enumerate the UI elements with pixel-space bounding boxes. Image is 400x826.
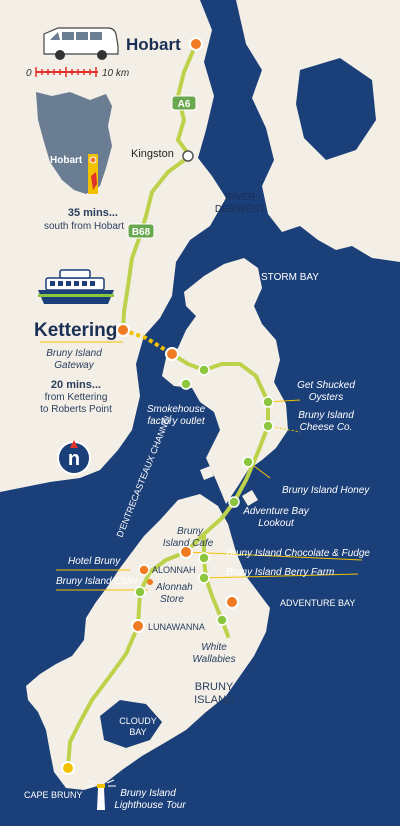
lookout-1: Adventure Bay	[242, 506, 310, 517]
road-badge-b68: B68	[127, 223, 155, 239]
stop-oysters[interactable]	[262, 396, 274, 408]
stop-adventure-bay[interactable]	[225, 595, 239, 609]
ferry-time: 20 mins...	[51, 379, 101, 391]
tasmania-inset: Hobart	[36, 92, 112, 194]
stop-alonnah-store[interactable]	[147, 579, 153, 585]
cape-bruny-label: CAPE BRUNY	[24, 790, 83, 800]
scale-bar: 0 10 km	[26, 67, 129, 79]
svg-text:B68: B68	[132, 227, 151, 238]
river-derwent-2: DERWENT	[215, 204, 265, 215]
hotel: Hotel Bruny	[68, 556, 121, 567]
stop-lookout[interactable]	[228, 496, 240, 508]
honey: Bruny Island Honey	[282, 485, 370, 496]
smokehouse-1: Smokehouse	[147, 404, 206, 415]
adventure-bay-label: ADVENTURE BAY	[280, 598, 355, 608]
islet	[242, 490, 258, 506]
cloudy-bay	[100, 700, 162, 748]
cafe-2: Island Cafe	[163, 538, 214, 549]
gateway-line1: Bruny Island	[46, 348, 102, 359]
stop-chocolate[interactable]	[198, 552, 210, 564]
stop-alonnah[interactable]	[138, 564, 150, 576]
cloudy-bay-1: CLOUDY	[119, 716, 157, 726]
berry: Bruny Island Berry Farm	[226, 567, 334, 578]
bruny-island-1: BRUNY	[195, 681, 234, 693]
south-bruny	[26, 494, 270, 790]
islet	[200, 466, 214, 480]
stop-smokehouse-2[interactable]	[180, 378, 192, 390]
stop-hobart[interactable]	[189, 37, 203, 51]
north-bruny	[162, 258, 288, 504]
store-1: Alonnah	[155, 582, 193, 593]
hobart-title: Hobart	[126, 35, 181, 54]
road-badge-a6: A6	[171, 95, 197, 111]
hobart-time: 35 mins...	[68, 207, 118, 219]
chocolate: Bruny Island Chocolate & Fudge	[226, 548, 370, 559]
store-2: Store	[160, 594, 184, 605]
stop-cheese[interactable]	[262, 420, 274, 432]
smokehouse-2: factory outlet	[147, 416, 205, 427]
stop-wallabies[interactable]	[216, 614, 228, 626]
cheese-2: Cheese Co.	[300, 422, 353, 433]
lunawanna-label: LUNAWANNA	[148, 622, 205, 632]
lighthouse-1: Bruny Island	[120, 788, 176, 799]
ferry-icon	[38, 269, 114, 304]
ferry-desc2: to Roberts Point	[40, 404, 112, 415]
gateway-line2: Gateway	[54, 360, 94, 371]
stop-cape-bruny[interactable]	[61, 761, 75, 775]
scale-start: 0	[26, 68, 32, 79]
kettering-label: Kettering	[34, 320, 117, 341]
ferry-link	[122, 328, 174, 356]
stop-berry[interactable]	[198, 572, 210, 584]
bruny-road	[66, 352, 270, 770]
stop-kingston[interactable]	[182, 150, 194, 162]
svg-text:n: n	[68, 448, 80, 470]
cloudy-bay-2: BAY	[129, 727, 146, 737]
inset-hobart-label: Hobart	[50, 155, 83, 166]
cider: Bruny Island Cider	[56, 576, 139, 587]
lighthouse-icon	[86, 779, 116, 810]
lookout-2: Lookout	[258, 518, 295, 529]
river-derwent-1: RIVER	[225, 192, 256, 203]
scale-end: 10 km	[102, 68, 129, 79]
wallabies-1: White	[201, 642, 227, 653]
inset-bruny	[91, 172, 97, 190]
compass-icon: n	[57, 440, 91, 475]
van-icon	[43, 27, 119, 60]
stop-kettering[interactable]	[116, 323, 130, 337]
stop-roberts-point[interactable]	[165, 347, 179, 361]
oysters-1: Get Shucked	[297, 380, 355, 391]
route-stops	[61, 37, 274, 775]
kingston-label: Kingston	[131, 148, 174, 160]
hobart-desc: south from Hobart	[44, 221, 124, 232]
eastern-bay	[296, 58, 376, 160]
stop-lunawanna[interactable]	[131, 619, 145, 633]
wallabies-2: Wallabies	[192, 654, 235, 665]
inset-highlight	[88, 154, 98, 194]
cafe-1: Bruny	[177, 526, 204, 537]
stop-cafe[interactable]	[179, 545, 193, 559]
stop-honey[interactable]	[242, 456, 254, 468]
alonnah-label: ALONNAH	[152, 565, 196, 575]
oysters-2: Oysters	[309, 392, 343, 403]
cheese-1: Bruny Island	[298, 410, 354, 421]
svg-text:A6: A6	[178, 99, 191, 110]
storm-bay: STORM BAY	[261, 272, 319, 283]
ferry-desc1: from Kettering	[45, 392, 108, 403]
lighthouse-2: Lighthouse Tour	[114, 800, 186, 811]
stop-cider[interactable]	[134, 586, 146, 598]
stop-smokehouse[interactable]	[198, 364, 210, 376]
bruny-island-2: ISLAND	[194, 694, 234, 706]
